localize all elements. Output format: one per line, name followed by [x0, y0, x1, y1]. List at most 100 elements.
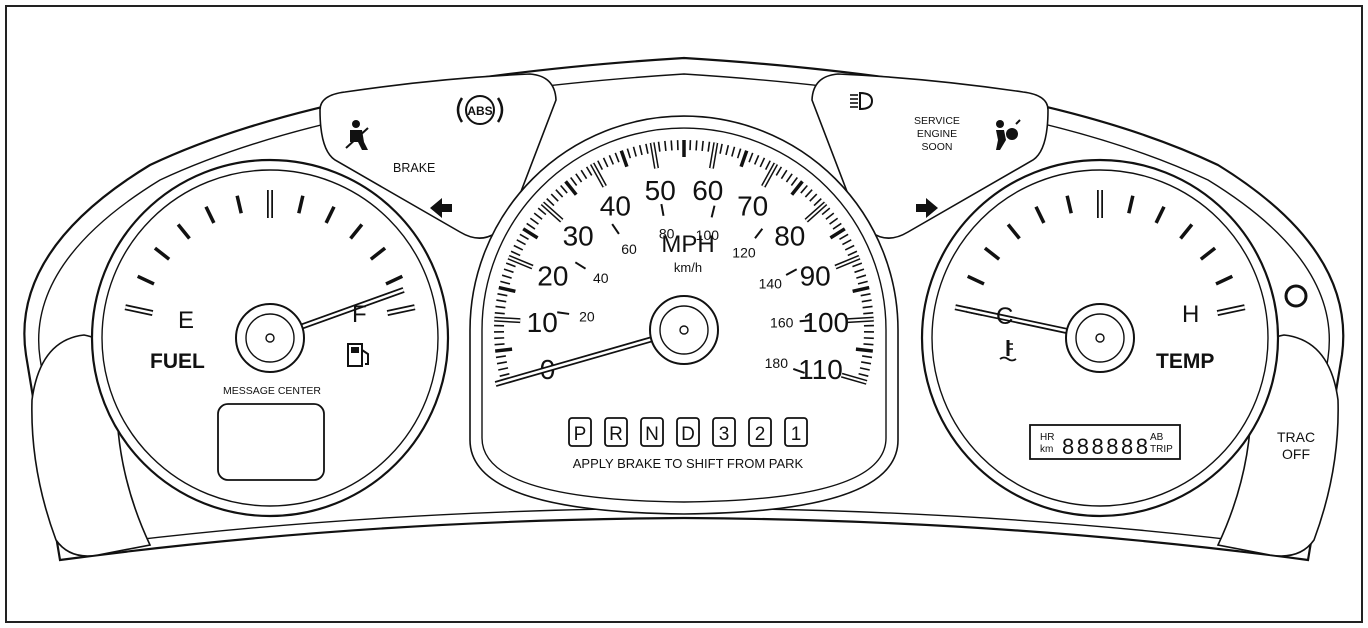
speed-tick — [602, 157, 609, 168]
kmh-label: 140 — [759, 276, 783, 292]
speed-tick — [597, 160, 604, 170]
trac-off-line2: OFF — [1282, 446, 1310, 462]
temp-label: TEMP — [1156, 350, 1214, 373]
speed-tick — [516, 239, 526, 246]
mph-label: 40 — [600, 191, 631, 222]
minor-tick — [349, 223, 364, 240]
speed-tick-inner — [508, 256, 533, 269]
speed-tick — [839, 233, 849, 240]
mph-label: 90 — [800, 261, 831, 292]
major-tick-inner — [1217, 306, 1246, 315]
speed-tick-inner — [541, 202, 563, 222]
kmh-label: 100 — [696, 227, 720, 243]
gear-label: N — [645, 424, 659, 445]
minor-tick — [235, 195, 243, 214]
speed-tick — [664, 140, 667, 151]
minor-tick — [297, 195, 305, 214]
speed-tick — [775, 166, 783, 176]
speed-tick — [496, 299, 507, 303]
speed-tick — [670, 140, 673, 151]
speed-tick — [575, 173, 583, 183]
speed-tick — [736, 148, 742, 159]
speed-tick — [695, 140, 698, 151]
speed-tick-inner — [805, 202, 827, 222]
speed-tick — [657, 141, 661, 152]
speed-tick — [537, 207, 547, 216]
brake-warning-label: BRAKE — [393, 161, 435, 175]
fuel-tick-marks — [124, 190, 416, 316]
minor-tick — [369, 246, 387, 261]
mph-label: 70 — [737, 191, 768, 222]
speed-unit-label: MPH — [661, 231, 714, 258]
speed-tick — [505, 262, 516, 268]
speed-tick — [529, 217, 539, 225]
temp-hot-label: H — [1182, 301, 1199, 328]
shift-instruction: APPLY BRAKE TO SHIFT FROM PARK — [573, 456, 804, 471]
speed-tick — [494, 311, 505, 315]
speed-tick — [790, 180, 804, 196]
speed-tick — [501, 274, 512, 279]
speed-tick — [513, 244, 524, 251]
speed-tick — [608, 154, 615, 165]
speed-tick — [842, 239, 852, 246]
gear-box — [784, 417, 808, 447]
speed-tick — [804, 189, 813, 198]
mph-label: 10 — [527, 307, 558, 338]
speed-tick — [829, 227, 846, 240]
speed-tick — [707, 141, 711, 152]
fuel-empty-label: E — [178, 307, 194, 334]
speed-tick — [495, 355, 506, 359]
speed-tick — [522, 227, 539, 240]
speed-tick — [645, 143, 649, 154]
needle-pivot — [1095, 333, 1105, 343]
abs-warning-icon: ABS — [456, 95, 504, 125]
minor-tick — [136, 274, 155, 286]
kmh-label: 180 — [765, 355, 789, 371]
temp-cold-label: C — [996, 303, 1013, 330]
kmh-label: 80 — [659, 226, 675, 242]
speed-tick — [555, 189, 564, 198]
minor-tick — [983, 246, 1001, 261]
gear-box — [712, 417, 736, 447]
mph-scale-labels: 0102030405060708090100110 — [527, 175, 849, 385]
right-turn-signal-icon — [916, 198, 938, 218]
speed-tick — [809, 193, 818, 202]
mph-label: 60 — [692, 175, 723, 206]
speed-tick — [862, 355, 873, 359]
speed-tick — [719, 143, 723, 154]
speed-tick — [860, 293, 871, 297]
speed-unit-secondary-label: km/h — [674, 260, 702, 275]
kmh-label: 120 — [732, 244, 756, 260]
minor-tick — [153, 246, 171, 261]
gear-box — [604, 417, 628, 447]
speed-tick — [526, 222, 536, 230]
minor-tick — [966, 274, 985, 286]
fuel-label: FUEL — [150, 350, 205, 373]
speed-tick — [813, 198, 822, 207]
speed-tick — [857, 280, 868, 285]
service-engine-line2: ENGINE — [917, 128, 957, 140]
speed-tick-inner — [591, 163, 606, 187]
speed-tick — [832, 222, 842, 230]
minor-tick — [204, 206, 216, 224]
mph-label: 110 — [798, 354, 843, 385]
kmh-label: 20 — [579, 308, 595, 324]
speed-tick — [856, 274, 867, 279]
minor-tick — [1179, 223, 1194, 240]
speed-tick — [753, 154, 760, 165]
speed-tick — [748, 152, 754, 163]
speed-tick — [825, 212, 835, 220]
needle-inner — [966, 308, 1071, 333]
gear-label: 3 — [719, 424, 730, 445]
figure-border — [5, 5, 1363, 623]
speed-tick — [550, 193, 559, 202]
speed-tick — [503, 268, 514, 274]
minor-tick — [324, 206, 336, 224]
speed-tick-inner — [847, 318, 874, 322]
minor-tick — [1127, 195, 1135, 214]
odometer-ab-label: AB — [1150, 432, 1164, 443]
seatbelt-warning-icon — [345, 120, 369, 150]
kmh-tick — [574, 261, 587, 270]
left-warning-panel — [319, 73, 557, 239]
